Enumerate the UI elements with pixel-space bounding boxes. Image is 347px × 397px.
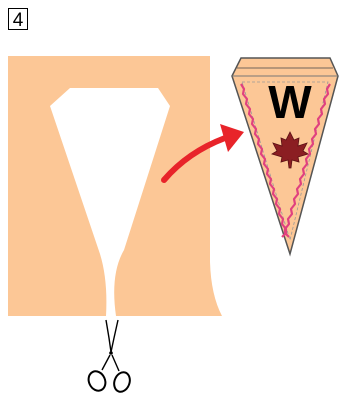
step-number-label: 4	[13, 10, 24, 31]
scissors-handle-left	[86, 369, 109, 394]
scissors-shank-left	[102, 355, 110, 370]
scissors-blade-right	[111, 320, 118, 352]
step-number-badge: 4	[9, 9, 28, 32]
scissors-icon	[86, 320, 133, 394]
finished-pennant: W	[232, 58, 338, 254]
pennant-letter: W	[268, 76, 312, 128]
scissors-pivot	[109, 351, 113, 355]
scissors-shank-right	[112, 355, 119, 371]
fabric-cut-piece	[8, 56, 222, 316]
scissors-blade-left	[106, 320, 111, 352]
scissors-handle-right	[112, 370, 133, 394]
